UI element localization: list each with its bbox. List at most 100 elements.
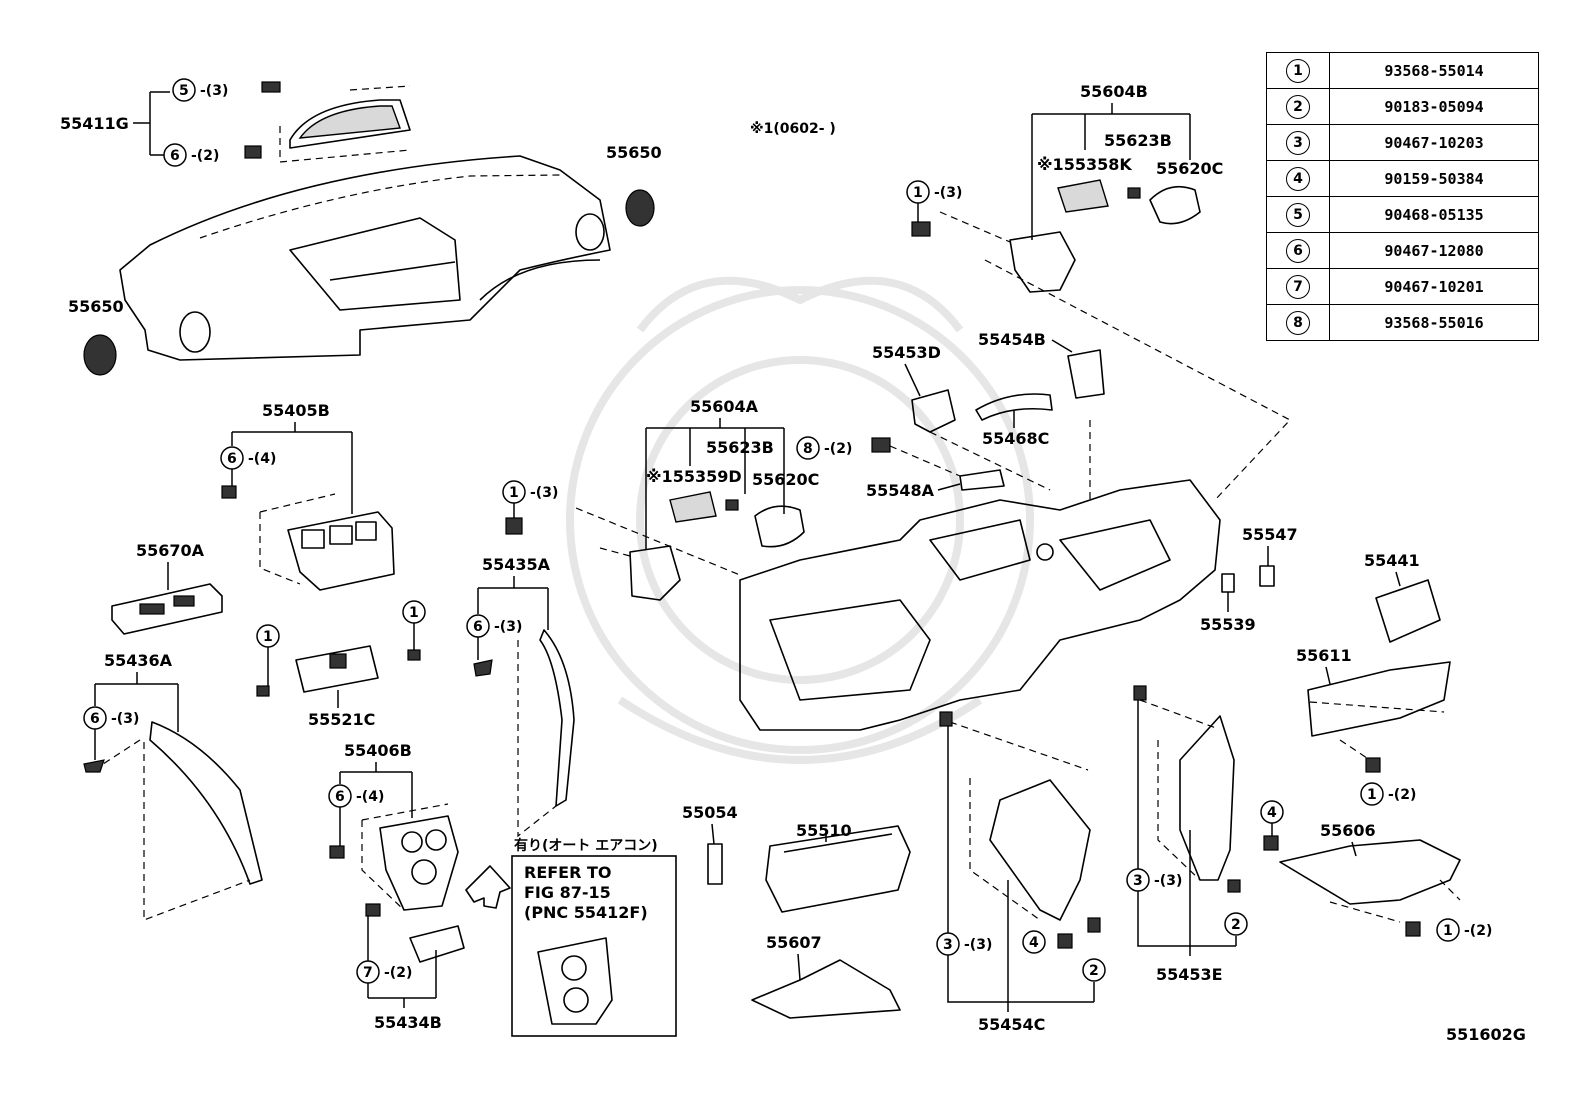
callout-2-a-num: 2 (1089, 963, 1099, 979)
refer-box (511, 855, 677, 1037)
qty-1-mid: -(3) (530, 485, 558, 501)
label-55358K: ※155358K (1037, 155, 1132, 174)
legend-part-number: 90467-12080 (1329, 232, 1539, 269)
legend-part-number: 93568-55014 (1329, 52, 1539, 89)
label-55539: 55539 (1200, 615, 1256, 634)
callout-6-d-num: 6 (90, 711, 100, 727)
legend-key: 1 (1266, 52, 1330, 89)
label-55604B: 55604B (1080, 82, 1148, 101)
legend-key: 6 (1266, 232, 1330, 269)
qty-6-c: -(3) (494, 619, 522, 635)
label-55650-left: 55650 (68, 297, 124, 316)
legend-key: 3 (1266, 124, 1330, 161)
label-55620C: 55620C (752, 470, 819, 489)
legend-key-circle: 1 (1286, 58, 1310, 83)
legend-row: 6 90467-12080 (1266, 232, 1539, 269)
legend-key: 4 (1266, 160, 1330, 197)
qty-6-e: -(4) (356, 789, 384, 805)
glovebox-area-drawings (707, 825, 911, 1019)
label-55054: 55054 (682, 803, 738, 822)
qty-6-b: -(4) (248, 451, 276, 467)
callout-5-num: 5 (179, 83, 189, 99)
callout-2-a (1082, 958, 1106, 982)
callout-1-sw-right-num: 1 (409, 605, 419, 621)
callout-6 (163, 143, 187, 167)
switch-panel-drawing (256, 645, 421, 697)
label-55435A: 55435A (482, 555, 551, 574)
qty-5: -(3) (200, 83, 228, 99)
legend-part-number: 93568-55016 (1329, 304, 1539, 341)
lower-instrument-panel-drawing (939, 711, 1101, 933)
meter-hood-drawing (244, 81, 411, 163)
qty-1-c: -(2) (1388, 787, 1416, 803)
refer-box-illustration (537, 937, 613, 1025)
refer-header: 有り(オート エアコン) (514, 837, 658, 854)
callout-4-a-num: 4 (1029, 935, 1039, 951)
label-55604A: 55604A (690, 397, 759, 416)
lower-side-garnish-drawing (83, 721, 263, 921)
qty-3-a: -(3) (964, 937, 992, 953)
label-55406B: 55406B (344, 741, 412, 760)
label-55453D: 55453D (872, 343, 941, 362)
label-55441: 55441 (1364, 551, 1420, 570)
callout-3-a-num: 3 (943, 937, 953, 953)
label-55620C-top: 55620C (1156, 159, 1223, 178)
refer-line3: (PNC 55412F) (524, 903, 648, 922)
duct-drawings (599, 179, 1201, 601)
label-55411G: 55411G (60, 114, 129, 133)
label-55359D: ※155359D (646, 467, 742, 486)
callout-6-b-num: 6 (227, 451, 237, 467)
label-55521C: 55521C (308, 710, 375, 729)
label-55510: 55510 (796, 821, 852, 840)
instrument-panel-drawing (119, 155, 611, 361)
legend-key-circle: 2 (1286, 94, 1310, 119)
legend-row: 3 90467-10203 (1266, 124, 1539, 161)
panel-reinforcement-drawing (575, 259, 1291, 731)
qty-6: -(2) (191, 148, 219, 164)
refer-line1: REFER TO (524, 863, 612, 882)
legend-key-circle: 7 (1286, 274, 1310, 299)
callout-4-a (1022, 930, 1046, 954)
label-55468C: 55468C (982, 429, 1049, 448)
center-register-drawing (221, 485, 395, 591)
note-text: ※1(0602- ) (750, 121, 836, 137)
lower-pillar-garnish-drawing (473, 629, 575, 838)
callout-8-num: 8 (803, 441, 813, 457)
label-55548A: 55548A (866, 481, 935, 500)
callout-7-num: 7 (363, 965, 373, 981)
legend-row: 1 93568-55014 (1266, 52, 1539, 89)
qty-8: -(2) (824, 441, 852, 457)
label-55434B: 55434B (374, 1013, 442, 1032)
callout-6-e-num: 6 (335, 789, 345, 805)
label-55453E: 55453E (1156, 965, 1223, 984)
lower-finish-panel-drawing (365, 903, 465, 963)
legend-key-circle: 3 (1286, 130, 1310, 155)
label-55454B: 55454B (978, 330, 1046, 349)
watermark-emblem (566, 276, 1034, 764)
refer-line2: FIG 87-15 (524, 883, 611, 902)
qty-1-d: -(2) (1464, 923, 1492, 939)
legend-key: 8 (1266, 304, 1330, 341)
callout-6-c-num: 6 (473, 619, 483, 635)
upper-small-parts (889, 349, 1105, 491)
legend-key: 5 (1266, 196, 1330, 233)
callout-1-c (1360, 782, 1384, 806)
callout-1-d-num: 1 (1443, 923, 1453, 939)
legend-key: 7 (1266, 268, 1330, 305)
legend-key-circle: 6 (1286, 238, 1310, 263)
label-55454C: 55454C (978, 1015, 1045, 1034)
callout-1-c-num: 1 (1367, 787, 1377, 803)
callout-4-b-num: 4 (1267, 805, 1277, 821)
drawing-code: 551602G (1446, 1025, 1526, 1044)
label-55623B-top: 55623B (1104, 131, 1172, 150)
callout-1-sw-left-num: 1 (263, 629, 273, 645)
callout-8 (796, 436, 820, 460)
callout-2-b (1224, 912, 1248, 936)
legend-part-number: 90467-10203 (1329, 124, 1539, 161)
label-55405B: 55405B (262, 401, 330, 420)
right-side-parts (1221, 565, 1461, 923)
label-55436A: 55436A (104, 651, 173, 670)
